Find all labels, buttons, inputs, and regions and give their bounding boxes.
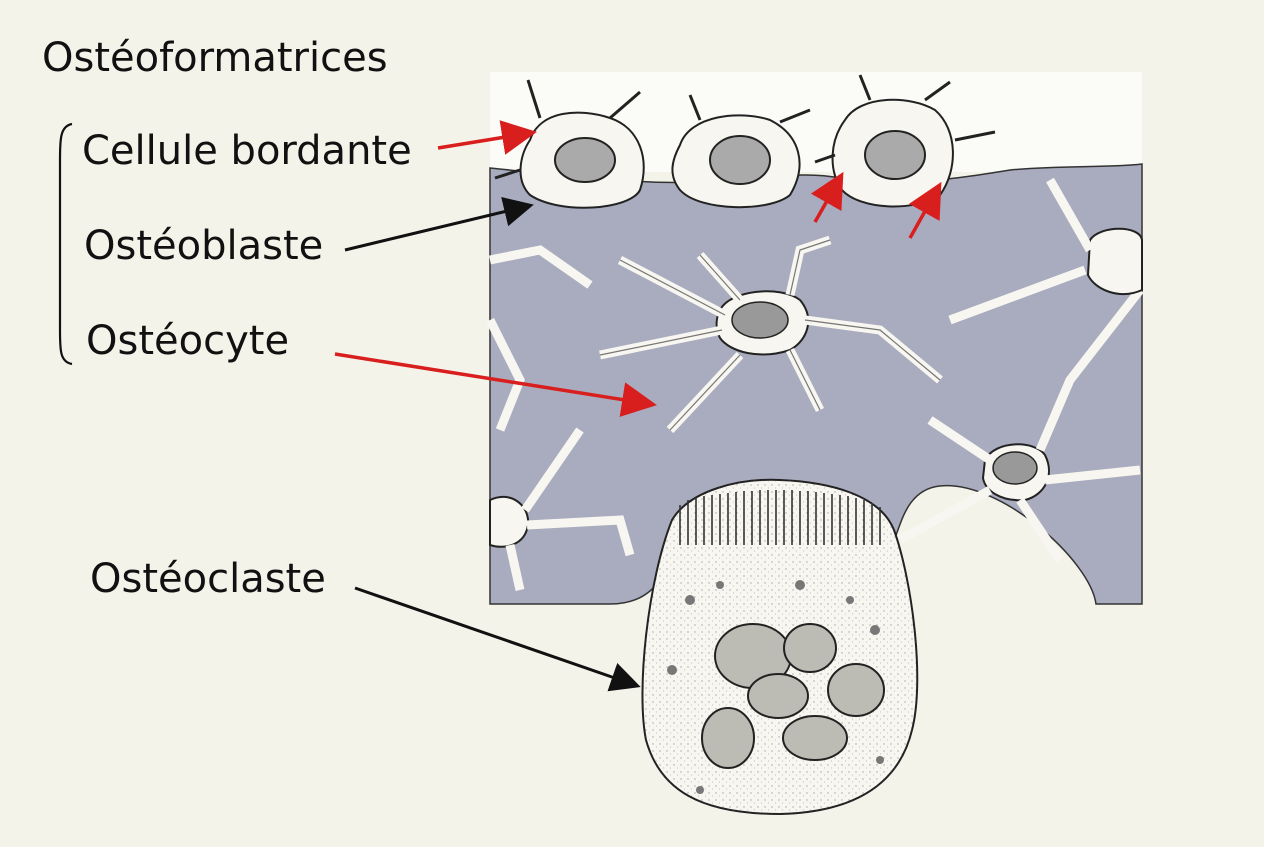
- label-lining-cell: Cellule bordante: [82, 128, 412, 174]
- osteoclast-cell: [641, 478, 919, 816]
- label-osteoclast: Ostéoclaste: [90, 556, 326, 602]
- group-title: Ostéoformatrices: [42, 35, 388, 81]
- label-arrows: [334, 120, 942, 692]
- label-osteocyte: Ostéocyte: [86, 318, 290, 364]
- osteoblast-cells: [494, 74, 996, 209]
- label-osteoblast: Ostéoblaste: [84, 223, 324, 269]
- osteocyte-cells: [485, 177, 1144, 591]
- bracket: [58, 122, 73, 366]
